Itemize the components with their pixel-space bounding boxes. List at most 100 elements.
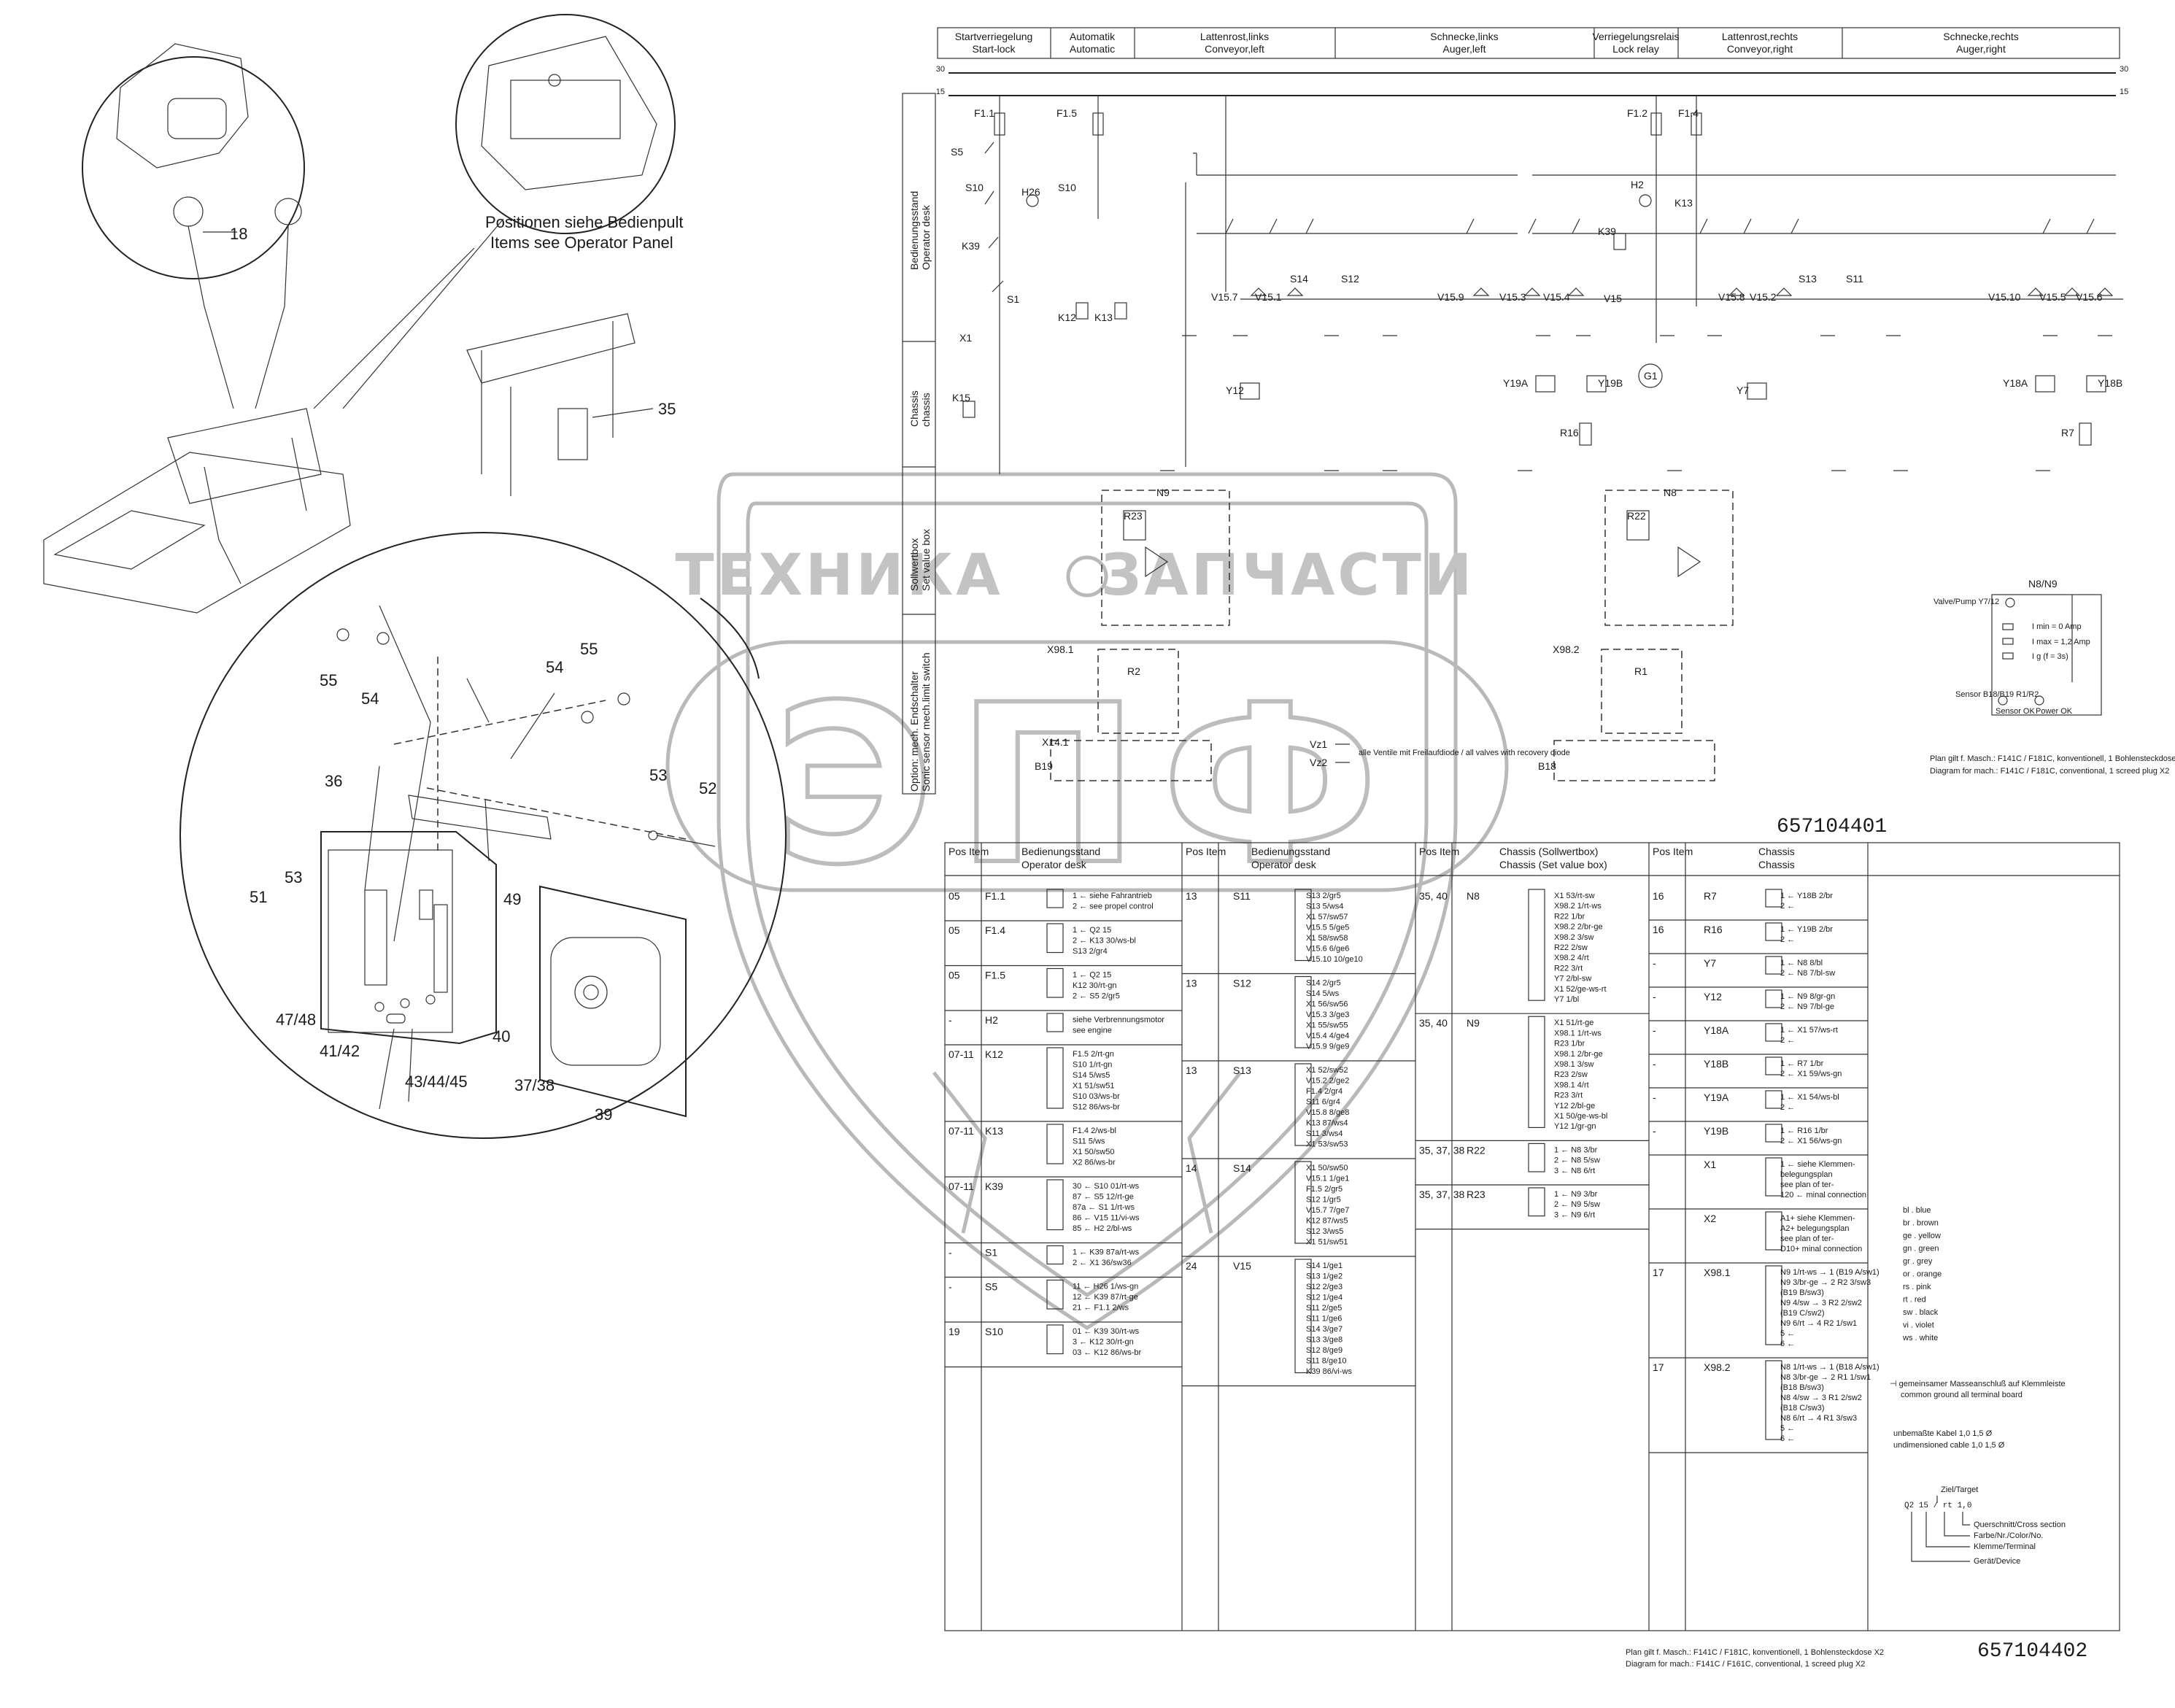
table-cell-symbol	[1765, 1265, 1782, 1345]
comp-label: Vz1	[1310, 738, 1327, 750]
detail-circle-control-box	[179, 532, 787, 1139]
table-cell-line: S12 1/gr5	[1306, 1196, 1341, 1205]
table-cell-line: V15.6 6/ge6	[1306, 945, 1349, 954]
callout-positions-en: Items see Operator Panel	[490, 233, 673, 252]
table-cell-line: 2 ←	[1780, 935, 1795, 944]
table-cell-line: 6 ←	[1780, 1434, 1795, 1443]
table-cell-line: S13 2/gr5	[1306, 892, 1341, 900]
table-cell-pos: 07-11	[949, 1048, 974, 1060]
n8-n9-legend: N8/N9 Valve/Pump Y7/12 I min = 0 Amp I m…	[1933, 578, 2102, 716]
pot-r23	[1123, 510, 1146, 541]
comp-label: S1	[1007, 293, 1019, 305]
table-cell-line: 2 ← X1 56/ws-gn	[1780, 1137, 1842, 1145]
comp-label: Y18B	[2098, 377, 2122, 389]
table-cell-pos: 16	[1653, 890, 1664, 902]
table-cell-line: 2 ← X1 59/ws-gn	[1780, 1070, 1842, 1078]
legend-valve: Valve/Pump Y7/12	[1933, 598, 1999, 606]
setvalue-box-n8	[1604, 490, 1734, 626]
drawing-number-bottom: 657104402	[1977, 1640, 2087, 1663]
led-icon	[1998, 695, 2008, 706]
table-cell-item: K12	[985, 1048, 1003, 1060]
table-cell-line: K39 86/vi-ws	[1306, 1367, 1352, 1376]
comp-label: R1	[1634, 665, 1647, 677]
sensor-b19-box	[1050, 740, 1212, 781]
table-cell-pos: 35, 37, 38	[1419, 1144, 1464, 1156]
table-cell-symbol	[1046, 1279, 1064, 1310]
table-cell-item: K39	[985, 1180, 1003, 1192]
table-cell-line: S13 1/ge2	[1306, 1272, 1343, 1281]
table-cell-line: R23 1/br	[1554, 1040, 1585, 1048]
table-cell-symbol	[1046, 1047, 1064, 1109]
legend-imax: I max = 1,2 Amp	[2032, 638, 2090, 646]
table-cell-line: N9 1/rt-ws → 1 (B19 A/sw1)	[1780, 1268, 1880, 1277]
watermark: ТЕХНИКА ЗАПЧАСТИ ЭПФ	[665, 472, 1509, 1330]
part-label-18: 18	[230, 225, 247, 243]
valve-y18b	[2086, 375, 2106, 393]
relay-k15-coil	[962, 401, 976, 418]
table-cell-pos: 05	[949, 924, 960, 936]
table-cell-pos: -	[1653, 1024, 1656, 1036]
part-label-47-48: 47/48	[276, 1010, 316, 1029]
table-cell-symbol	[1765, 1056, 1782, 1075]
table-cell-line: 87a ← S1 1/rt-ws	[1073, 1203, 1135, 1212]
table-cell-symbol	[1528, 1143, 1545, 1172]
table-cell-line: S11 3/ws4	[1306, 1129, 1343, 1138]
header-col-5-de: Verriegelungsrelais	[1592, 31, 1679, 42]
fuse-f1-2	[1650, 112, 1662, 136]
table-cell-line: K13 87/ws4	[1306, 1119, 1348, 1128]
table-cell-item: Y19B	[1704, 1125, 1728, 1137]
table-cell-line: X98.2 4/rt	[1554, 954, 1589, 962]
comp-label: F1.2	[1627, 107, 1647, 119]
callout-positions-de: Positionen siehe Bedienpult	[485, 213, 684, 231]
table-cell-symbol	[1765, 1124, 1782, 1143]
comp-label: R2	[1127, 665, 1140, 677]
color-code-entry: br . brown	[1903, 1219, 1939, 1228]
comp-label: X98.1	[1047, 644, 1074, 655]
exploded-illustration: 18 Positionen siehe Bedienpult Items see…	[43, 14, 787, 1139]
color-code-entry: ge . yellow	[1903, 1232, 1941, 1240]
table-cell-line: 2 ←	[1780, 1103, 1795, 1112]
table-cell-item: F1.1	[985, 890, 1005, 902]
table-cell-line: (B19 B/sw3)	[1780, 1288, 1824, 1297]
table-cell-item: F1.5	[985, 970, 1005, 981]
color-code-entry: rs . pink	[1903, 1283, 1931, 1291]
comp-label: F1.5	[1056, 107, 1077, 119]
comp-label: R16	[1560, 427, 1579, 438]
table-cell-line: X1 50/sw50	[1306, 1164, 1348, 1172]
header-col-3-de: Lattenrost,links	[1200, 31, 1269, 42]
table-cell-line: S14 3/ge7	[1306, 1325, 1343, 1334]
table-header-pos: Pos Item	[1419, 846, 1459, 857]
side-section-3-en: Set value box	[920, 529, 932, 591]
color-code-entry: ws . white	[1902, 1334, 1938, 1342]
comp-label: X1	[959, 332, 972, 344]
plan-note-bottom-de: Plan gilt f. Masch.: F141C / F181C, konv…	[1626, 1648, 1884, 1657]
table-cell-line: S14 1/ge1	[1306, 1261, 1343, 1270]
table-cell-line: Y7 2/bl-sw	[1554, 975, 1591, 984]
table-cell-line: X1 53/rt-sw	[1554, 892, 1595, 900]
table-cell-line: 2 ← N8 7/bl-sw	[1780, 969, 1835, 978]
comp-label: Y7	[1736, 385, 1749, 396]
header-col-1-en: Start-lock	[972, 43, 1016, 55]
table-cell-line: S14 2/gr5	[1306, 979, 1341, 988]
table-cell-symbol	[1528, 1016, 1545, 1128]
comp-label: K15	[952, 392, 970, 403]
part-label-54a: 54	[361, 689, 379, 708]
table-cell-line: X98.1 4/rt	[1554, 1081, 1589, 1089]
table-cell-symbol	[1528, 1187, 1545, 1217]
cable-note-de: unbemaßte Kabel 1,0 1,5 Ø	[1893, 1429, 1993, 1438]
table-cell-line: 2 ← see propel control	[1073, 903, 1154, 911]
part-label-52: 52	[699, 779, 716, 797]
table-cell-line: S12 86/ws-br	[1073, 1103, 1120, 1112]
table-cell-symbol	[1765, 1090, 1782, 1109]
table-cell-item: F1.4	[985, 924, 1005, 936]
detail-circle-sensor	[455, 14, 676, 234]
table-cell-symbol	[1765, 922, 1782, 941]
comp-label: V15.1	[1255, 291, 1282, 303]
table-cell-line: F1.5 2/rt-gn	[1073, 1050, 1114, 1059]
comp-label: R7	[2061, 427, 2074, 438]
legend-sensor: Sensor B18/B19 R1/R2	[1955, 690, 2039, 699]
fuse-f1-4	[1691, 112, 1702, 136]
legend-ig: I g (f = 3s)	[2032, 652, 2068, 661]
table-cell-item: R7	[1704, 890, 1717, 902]
